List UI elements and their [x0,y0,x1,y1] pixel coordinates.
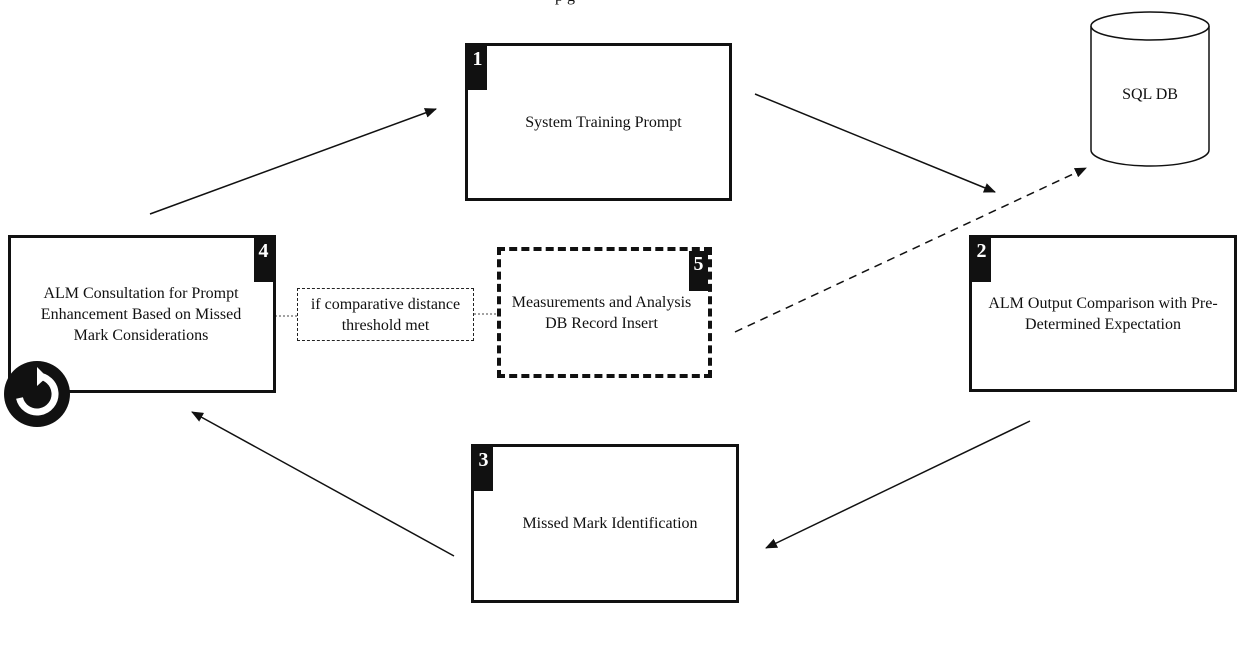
step-badge-5: 5 [689,251,708,291]
database-cylinder [1090,11,1210,167]
node-label: ALM Output Comparison with Pre-Determine… [988,294,1218,333]
arrow-3-to-4 [191,411,455,557]
step-badge-2: 2 [972,238,991,282]
node-label: Measurements and Analysis DB Record Inse… [511,293,692,332]
step-badge-3: 3 [474,447,493,491]
node-alm-output-comparison: 2 ALM Output Comparison with Pre-Determi… [969,235,1237,392]
node-label: ALM Consultation for Prompt Enhancement … [40,284,242,344]
node-measurements-db-insert: 5 Measurements and Analysis DB Record In… [497,247,712,378]
top-text-fragment: p g [555,0,575,6]
arrow-2-to-3 [765,420,1031,549]
node-label: Missed Mark Identification [522,515,698,532]
step-badge-4: 4 [254,238,273,282]
node-missed-mark-identification: 3 Missed Mark Identification [471,444,739,603]
node-system-training-prompt: 1 System Training Prompt [465,43,732,201]
arrow-5-to-db [734,167,1087,333]
arrow-1-to-2 [754,93,996,193]
database-label: SQL DB [1122,85,1178,103]
node-label: System Training Prompt [525,113,682,131]
condition-box: if comparative distance threshold met [297,288,474,341]
arrow-4-to-1 [149,108,437,215]
refresh-icon [4,361,70,427]
step-badge-1: 1 [468,46,487,90]
